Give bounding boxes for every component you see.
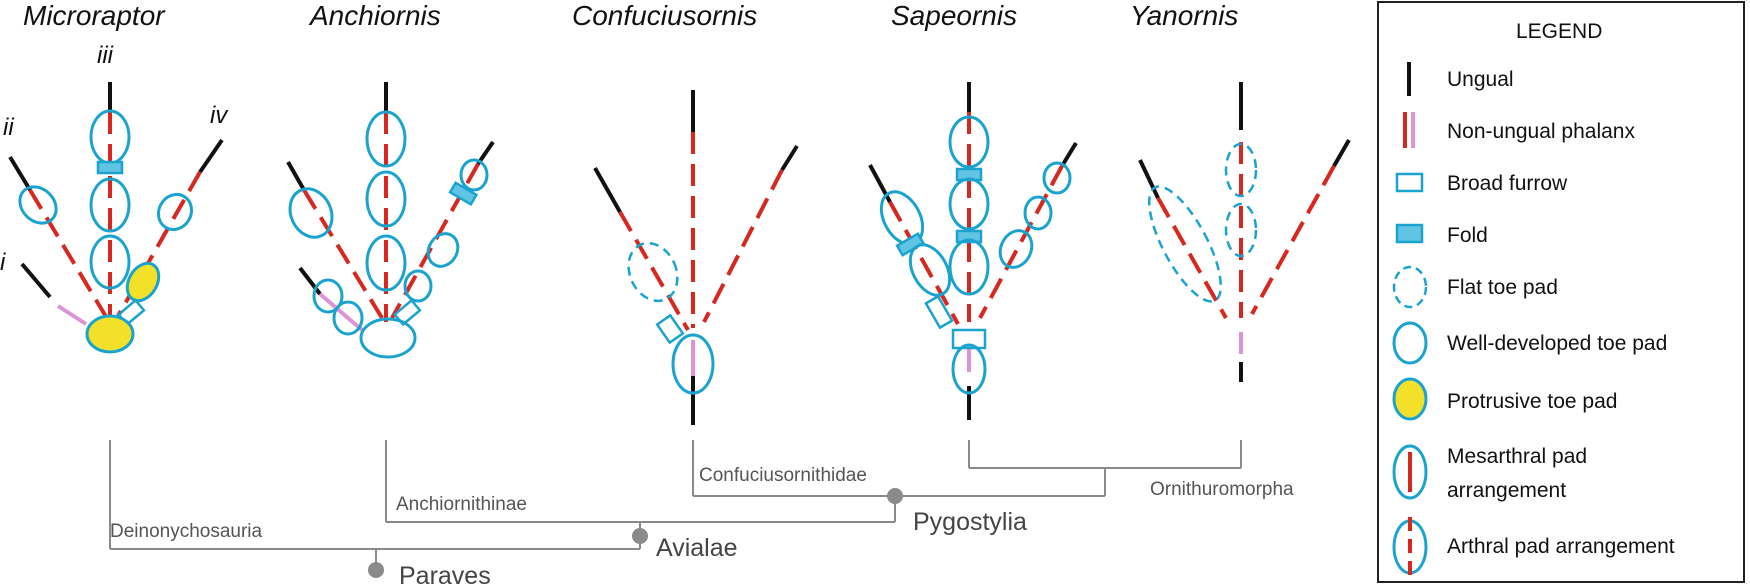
well-developed-toe-pad <box>1042 161 1072 195</box>
node-paraves <box>368 562 384 578</box>
legend-label-mesarthral-line1: Mesarthral pad <box>1447 445 1587 468</box>
well-developed-toe-pad <box>948 177 990 231</box>
fold-icon <box>1395 223 1424 244</box>
taxon-confuciusornis: Confuciusornis <box>572 0 757 31</box>
foot-anchiornis <box>286 82 495 359</box>
clade-anchiornithinae: Anchiornithinae <box>396 494 527 515</box>
legend-box <box>1377 1 1745 583</box>
well-developed-toe-pad <box>948 238 990 296</box>
well-developed-toe-pad <box>89 234 131 290</box>
well-developed-toe-pad <box>332 300 364 336</box>
foot-confuciusornis <box>593 90 799 425</box>
digit-label-iii: iii <box>97 42 114 69</box>
protrusive-toe-pad <box>85 314 135 354</box>
fold-marker <box>448 181 479 207</box>
well-developed-toe-pad <box>948 115 990 169</box>
well-developed-toe-pad <box>951 343 987 395</box>
taxon-sapeornis: Sapeornis <box>891 0 1017 31</box>
well-developed-toe-pad-icon <box>1392 321 1428 365</box>
phylogenetic-tree <box>109 440 1242 572</box>
legend-label-ungual: Ungual <box>1447 68 1514 91</box>
protrusive-toe-pad-icon <box>1392 377 1428 421</box>
legend-label-fold: Fold <box>1447 224 1488 247</box>
broad-furrow-marker <box>924 294 954 330</box>
well-developed-toe-pad <box>312 278 344 314</box>
digit-label-ii: ii <box>3 114 14 141</box>
protrusive-toe-pad <box>125 261 161 303</box>
legend-label-arthral: Arthral pad arrangement <box>1447 535 1675 558</box>
legend: LEGEND Ungual Non-ungual phalanx Broad f… <box>1377 1 1745 583</box>
legend-label-phalanx: Non-ungual phalanx <box>1447 120 1635 143</box>
flat-toe-pad <box>1224 202 1258 258</box>
flat-toe-pad-icon <box>1392 265 1428 309</box>
well-developed-toe-pad <box>359 317 417 359</box>
legend-label-well-developed-toe-pad: Well-developed toe pad <box>1447 332 1667 355</box>
well-developed-toe-pad <box>365 170 407 228</box>
fold-marker <box>955 229 983 244</box>
clade-confuciusornithidae: Confuciusornithidae <box>699 465 867 486</box>
taxon-yanornis: Yanornis <box>1130 0 1238 31</box>
well-developed-toe-pad <box>998 229 1034 269</box>
legend-title: LEGEND <box>1516 20 1602 43</box>
legend-label-protrusive-toe-pad: Protrusive toe pad <box>1447 390 1617 413</box>
broad-furrow-icon <box>1395 172 1424 193</box>
clade-avialae: Avialae <box>656 534 738 562</box>
well-developed-toe-pad <box>426 232 460 268</box>
foot-yanornis <box>1138 82 1351 382</box>
legend-label-mesarthral-line2: arrangement <box>1447 479 1566 502</box>
well-developed-toe-pad <box>288 187 334 239</box>
flat-toe-pad <box>1147 185 1223 303</box>
well-developed-toe-pad <box>89 177 131 233</box>
flat-toe-pad <box>627 241 679 303</box>
legend-label-broad-furrow: Broad furrow <box>1447 172 1568 195</box>
taxon-microraptor: Microraptor <box>23 0 166 31</box>
well-developed-toe-pad <box>908 243 952 297</box>
well-developed-toe-pad <box>403 269 433 303</box>
clade-ornithuromorpha: Ornithuromorpha <box>1150 479 1294 500</box>
well-developed-toe-pad <box>365 234 407 292</box>
fold-marker <box>96 160 124 175</box>
well-developed-toe-pad <box>1023 195 1053 231</box>
well-developed-toe-pad <box>365 110 407 168</box>
digit-label-i: i <box>0 249 6 276</box>
clade-pygostylia: Pygostylia <box>913 508 1027 536</box>
foot-microraptor <box>8 82 224 354</box>
broad-furrow-marker <box>655 313 685 345</box>
mesarthral-icon <box>1392 444 1428 500</box>
well-developed-toe-pad <box>156 192 194 232</box>
node-pygostylia <box>887 488 903 504</box>
legend-label-flat-toe-pad: Flat toe pad <box>1447 276 1558 299</box>
well-developed-toe-pad <box>671 333 715 395</box>
clade-paraves: Paraves <box>399 562 491 588</box>
well-developed-toe-pad <box>18 185 58 225</box>
foot-sapeornis <box>868 82 1078 420</box>
digit-label-iv: iv <box>210 102 229 129</box>
flat-toe-pad <box>1224 142 1258 198</box>
broad-furrow-marker <box>951 328 987 350</box>
well-developed-toe-pad <box>459 158 489 192</box>
node-avialae <box>632 528 648 544</box>
taxon-anchiornis: Anchiornis <box>308 0 441 31</box>
clade-deinonychosauria: Deinonychosauria <box>110 521 263 542</box>
